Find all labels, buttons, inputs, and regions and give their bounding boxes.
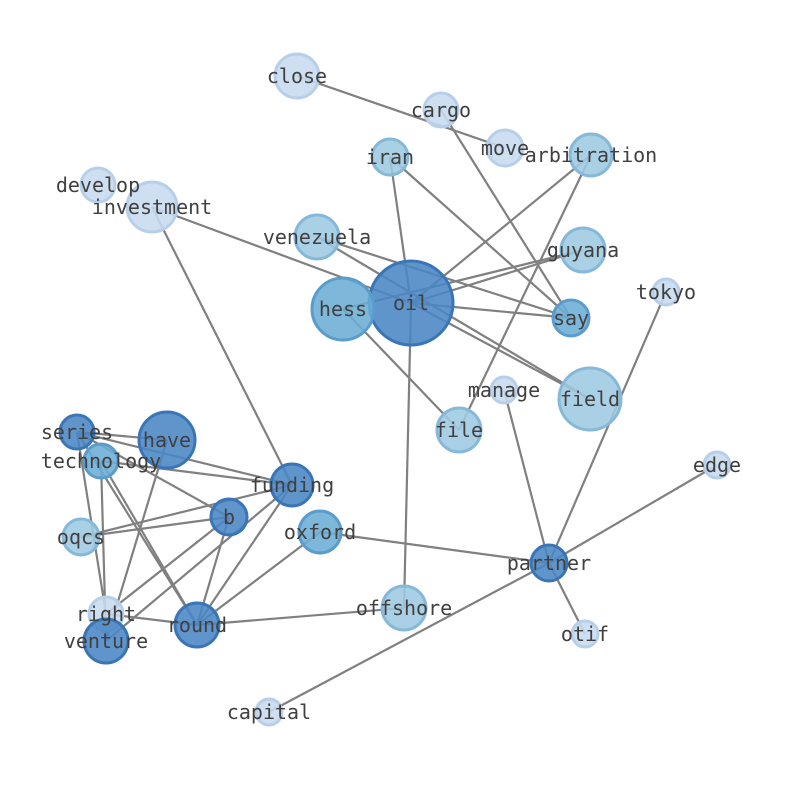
- edge-round-offshore: [196, 606, 405, 627]
- node-label-hess: hess: [319, 297, 367, 321]
- node-label-oxford: oxford: [284, 520, 356, 544]
- node-file: [435, 406, 483, 454]
- edge-oxford-partner: [319, 530, 550, 565]
- node-label-close: close: [267, 64, 327, 88]
- node-label-otif: otif: [561, 622, 609, 646]
- edge-manage-partner: [502, 389, 551, 564]
- node-label-partner: partner: [507, 551, 591, 575]
- node-label-edge: edge: [693, 453, 741, 477]
- node-investment: [125, 180, 179, 234]
- node-technology: [82, 442, 120, 480]
- node-partner: [529, 543, 569, 583]
- node-otif: [570, 619, 600, 649]
- edge-funding-round: [196, 484, 293, 626]
- node-label-say: say: [553, 306, 589, 330]
- node-label-round: round: [167, 613, 227, 637]
- node-funding: [269, 462, 315, 508]
- node-venezuela: [293, 213, 341, 261]
- node-label-funding: funding: [250, 473, 334, 497]
- node-label-cargo: cargo: [411, 98, 471, 122]
- node-manage: [489, 375, 519, 405]
- edge-funding-venture: [105, 484, 293, 642]
- node-field: [557, 366, 623, 432]
- edge-iran-say: [389, 156, 572, 319]
- node-label-capital: capital: [227, 700, 311, 724]
- node-hess: [310, 276, 376, 342]
- node-tokyo: [651, 277, 681, 307]
- node-label-offshore: offshore: [356, 596, 452, 620]
- node-move: [485, 128, 525, 168]
- node-say: [551, 298, 591, 338]
- node-label-investment: investment: [92, 195, 212, 219]
- edge-oil-offshore: [402, 302, 413, 609]
- node-label-oil: oil: [393, 291, 429, 315]
- edge-partner-capital: [268, 562, 550, 713]
- edge-close-move: [296, 74, 506, 150]
- node-offshore: [380, 584, 428, 632]
- node-label-develop: develop: [56, 173, 140, 197]
- edge-funding-oqcs: [80, 483, 293, 539]
- edge-b-right: [105, 516, 230, 615]
- edge-technology-funding: [100, 459, 293, 487]
- node-label-iran: iran: [366, 145, 414, 169]
- node-label-arbitration: arbitration: [525, 143, 657, 167]
- nodes-layer: [58, 52, 732, 727]
- node-oxford: [297, 509, 343, 555]
- node-label-guyana: guyana: [547, 238, 619, 262]
- node-label-manage: manage: [468, 378, 540, 402]
- node-label-right: right: [76, 602, 136, 626]
- edge-investment-funding: [151, 206, 293, 486]
- node-series: [58, 413, 96, 451]
- node-develop: [79, 166, 117, 204]
- node-label-oqcs: oqcs: [57, 525, 105, 549]
- node-label-series: series: [41, 420, 113, 444]
- node-label-venture: venture: [64, 629, 148, 653]
- node-oqcs: [61, 517, 101, 557]
- node-capital: [254, 697, 284, 727]
- node-label-b: b: [223, 505, 235, 529]
- node-label-venezuela: venezuela: [263, 225, 371, 249]
- edge-investment-oil: [151, 205, 412, 305]
- node-label-field: field: [560, 387, 620, 411]
- node-b: [209, 497, 249, 537]
- edge-cargo-say: [440, 109, 572, 319]
- node-iran: [370, 137, 410, 177]
- node-cargo: [422, 91, 460, 129]
- node-round: [173, 601, 221, 649]
- node-label-move: move: [481, 136, 529, 160]
- node-edge: [702, 450, 732, 480]
- edge-tokyo-partner: [547, 291, 668, 564]
- node-label-technology: technology: [41, 449, 161, 473]
- edge-b-oqcs: [80, 515, 230, 539]
- node-label-tokyo: tokyo: [636, 280, 696, 304]
- edge-oxford-round: [196, 531, 321, 626]
- edge-arbitration-file: [458, 154, 592, 431]
- edges-layer: [75, 74, 718, 713]
- edge-venezuela-field: [316, 236, 591, 400]
- node-close: [273, 52, 321, 100]
- node-arbitration: [568, 132, 614, 178]
- node-venture: [82, 617, 130, 665]
- node-guyana: [559, 226, 607, 274]
- node-label-have: have: [143, 428, 191, 452]
- node-label-file: file: [435, 418, 483, 442]
- edge-technology-round: [100, 460, 198, 626]
- node-have: [137, 410, 197, 470]
- edge-partner-edge: [548, 464, 718, 564]
